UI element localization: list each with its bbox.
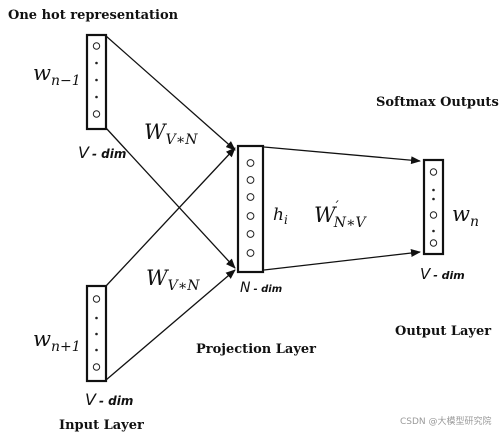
projection-node	[246, 249, 255, 257]
weight-matrix-bottom-label: WV∗N	[146, 266, 200, 294]
input-top-node	[92, 110, 101, 118]
one-hot-representation-title: One hot representation	[8, 8, 179, 23]
w-n-plus-1-label: wn+1	[33, 327, 81, 355]
projection-node	[246, 212, 255, 220]
projection-vector	[236, 144, 265, 274]
weight-matrix-top-label: WV∗N	[144, 120, 198, 148]
output-node	[429, 168, 438, 176]
edge-top-input-to-projection-bottom	[105, 127, 236, 269]
input-layer-label: Input Layer	[59, 418, 144, 433]
projection-dim-label: N- dim	[240, 280, 282, 296]
edge-bottom-input-to-projection-bottom	[105, 269, 236, 381]
output-node	[429, 239, 438, 247]
output-dim-label: V- dim	[420, 265, 465, 283]
w-n-label: wn	[452, 202, 479, 230]
weight-matrix-output-label: W′N∗V	[314, 199, 368, 231]
projection-node	[246, 193, 255, 201]
output-node	[429, 211, 438, 219]
input-vector-bottom	[85, 284, 108, 383]
projection-layer-label: Projection Layer	[196, 342, 316, 357]
edge-bottom-input-to-projection-top	[105, 147, 236, 287]
connections	[105, 35, 421, 381]
input-bottom-node	[92, 363, 101, 371]
output-layer-label: Output Layer	[395, 324, 491, 339]
input-vector-top	[85, 33, 108, 131]
csdn-watermark: CSDN @大模型研究院	[400, 415, 492, 427]
input-bottom-node	[92, 295, 101, 303]
edge-projection-to-output-top	[263, 146, 421, 165]
projection-node	[246, 230, 255, 238]
input-top-node	[92, 42, 101, 50]
output-vector	[422, 158, 445, 256]
h-i-label: hi	[273, 205, 288, 227]
softmax-outputs-title: Softmax Outputs	[376, 95, 499, 110]
edge-projection-to-output-bottom	[263, 249, 421, 271]
edge-top-input-to-projection-top	[105, 35, 236, 151]
projection-node	[246, 159, 255, 167]
w-n-minus-1-label: wn−1	[33, 61, 81, 89]
bottom-input-dim-label: V- dim	[85, 390, 133, 409]
projection-node	[246, 176, 255, 184]
top-input-dim-label: V- dim	[78, 143, 126, 162]
